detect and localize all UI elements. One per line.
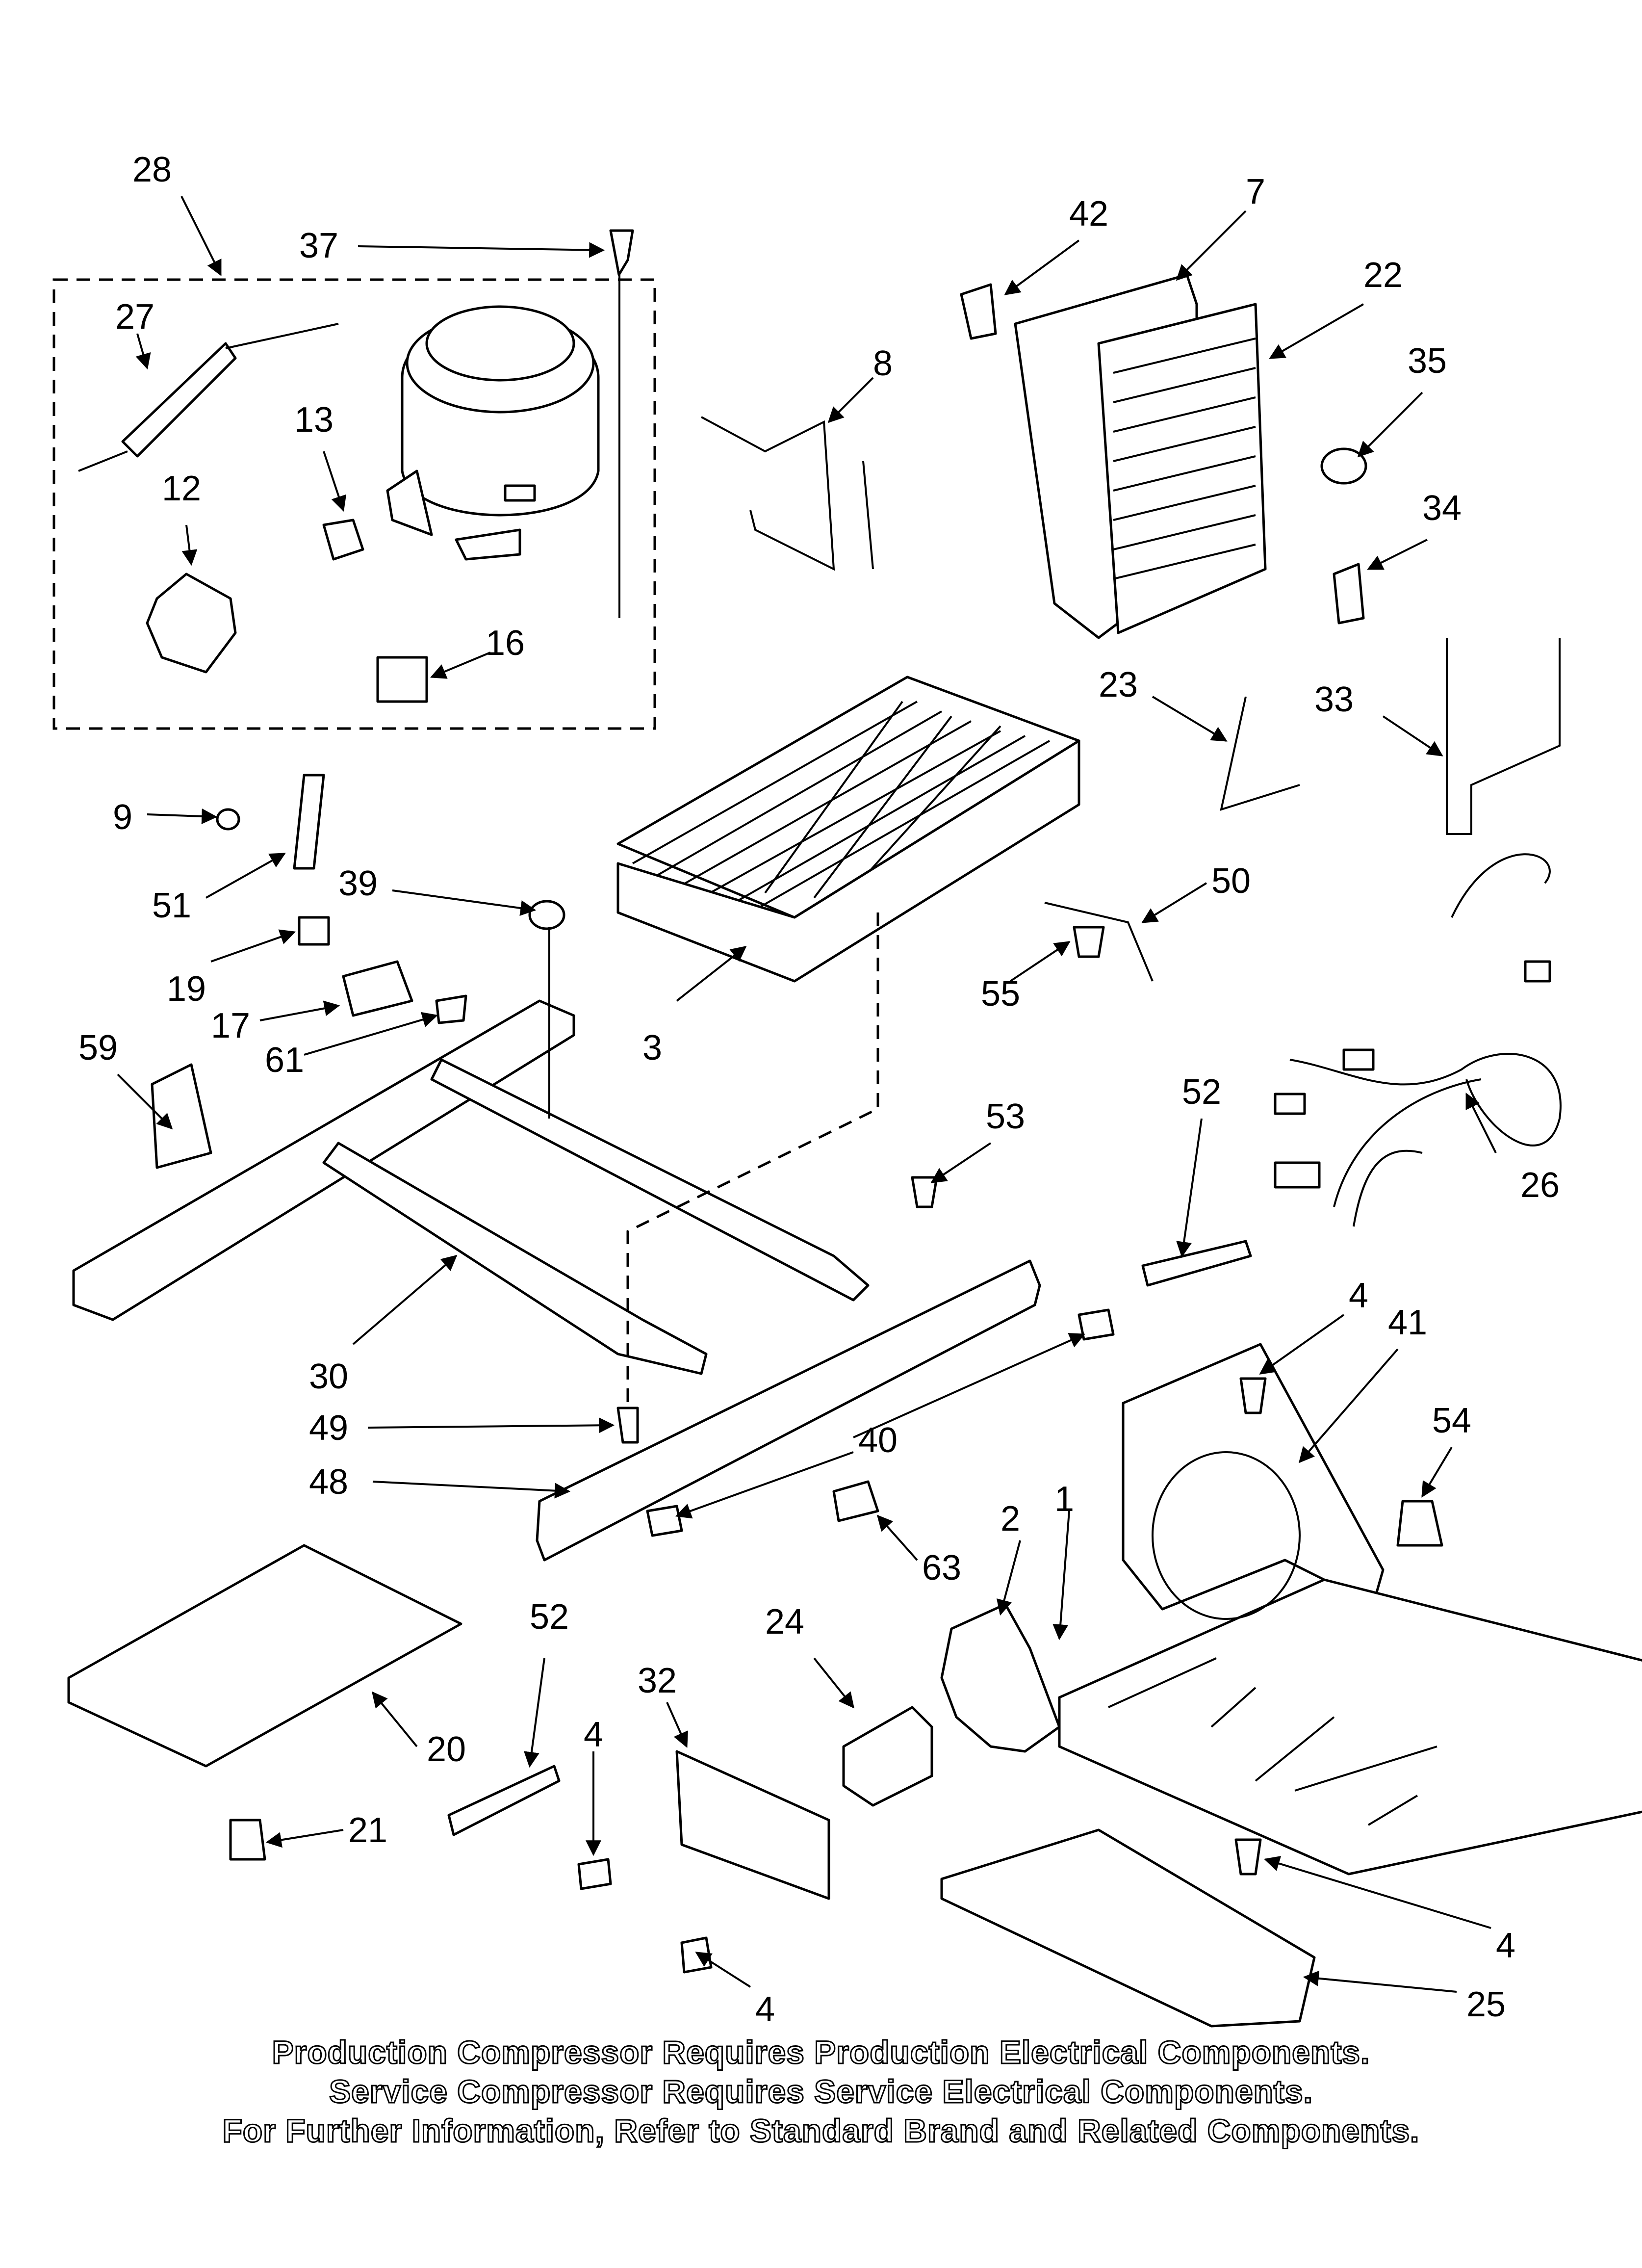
screw-4d bbox=[680, 1936, 713, 1974]
capacitor bbox=[342, 960, 413, 1017]
callout-49: 49 bbox=[309, 1408, 348, 1448]
overload bbox=[376, 656, 428, 703]
callout-23: 23 bbox=[1099, 665, 1138, 704]
callout-1: 1 bbox=[1054, 1480, 1074, 1519]
callout-30: 30 bbox=[309, 1357, 348, 1396]
condenser bbox=[616, 676, 1080, 983]
callout-27: 27 bbox=[115, 297, 154, 337]
callout-54: 54 bbox=[1432, 1401, 1471, 1440]
tubing bbox=[1446, 638, 1561, 835]
wire-harness bbox=[1274, 853, 1562, 1227]
callout-63: 63 bbox=[922, 1548, 961, 1588]
thermostat bbox=[1320, 447, 1367, 485]
note-further-info: For Further Information, Refer to Standa… bbox=[222, 2112, 1420, 2150]
wire-hanger bbox=[1220, 696, 1300, 811]
callout-52-top: 52 bbox=[1182, 1072, 1221, 1112]
callout-8: 8 bbox=[873, 344, 893, 383]
frame bbox=[72, 999, 870, 1375]
callout-16: 16 bbox=[486, 624, 525, 663]
screw-4b bbox=[1234, 1838, 1262, 1876]
screw-40b bbox=[646, 1505, 683, 1537]
drain-tube bbox=[293, 774, 325, 870]
note-service: Service Compressor Requires Service Elec… bbox=[329, 2073, 1313, 2111]
callout-34: 34 bbox=[1422, 489, 1462, 528]
callout-50: 50 bbox=[1211, 861, 1251, 901]
callout-55: 55 bbox=[981, 974, 1020, 1014]
callout-22: 22 bbox=[1363, 256, 1403, 295]
callout-48: 48 bbox=[309, 1462, 348, 1502]
callout-51: 51 bbox=[152, 886, 191, 925]
callout-32: 32 bbox=[638, 1661, 677, 1700]
callout-37: 37 bbox=[299, 226, 338, 265]
insulation-pad bbox=[67, 1544, 462, 1768]
callout-13: 13 bbox=[294, 400, 334, 440]
callout-2: 2 bbox=[1001, 1499, 1020, 1538]
fan-motor bbox=[842, 1706, 933, 1807]
bracket bbox=[1333, 563, 1365, 625]
callout-61: 61 bbox=[265, 1041, 304, 1080]
fitting bbox=[832, 1480, 879, 1522]
callout-53: 53 bbox=[986, 1097, 1025, 1136]
callout-52-bottom: 52 bbox=[530, 1597, 569, 1637]
callout-4-top: 4 bbox=[1349, 1276, 1368, 1315]
callout-4-right: 4 bbox=[1496, 1926, 1515, 1965]
callout-24: 24 bbox=[765, 1602, 804, 1642]
connector bbox=[298, 916, 330, 946]
evaporator-assembly bbox=[960, 273, 1267, 639]
screw bbox=[609, 229, 634, 276]
motor-bracket bbox=[675, 1750, 830, 1900]
screw-49 bbox=[616, 1407, 639, 1444]
callout-35: 35 bbox=[1408, 341, 1447, 381]
callout-26: 26 bbox=[1520, 1166, 1560, 1205]
clip-59 bbox=[151, 1063, 212, 1169]
leader-lines bbox=[117, 196, 1497, 1993]
grommet bbox=[528, 900, 565, 930]
callout-42: 42 bbox=[1069, 194, 1108, 234]
rail bbox=[536, 1259, 1041, 1562]
screw-40a bbox=[1078, 1308, 1115, 1341]
callout-4-bracket: 4 bbox=[584, 1715, 603, 1754]
screw-4a bbox=[1239, 1377, 1267, 1414]
callout-21: 21 bbox=[348, 1811, 387, 1850]
callout-28: 28 bbox=[132, 150, 172, 189]
callout-59: 59 bbox=[78, 1028, 118, 1068]
callout-7: 7 bbox=[1246, 172, 1265, 211]
callout-3: 3 bbox=[642, 1028, 662, 1068]
callout-12: 12 bbox=[162, 469, 201, 508]
fan-blade bbox=[940, 1603, 1061, 1753]
screw-61 bbox=[435, 994, 467, 1024]
callout-19: 19 bbox=[167, 969, 206, 1009]
callout-25: 25 bbox=[1466, 1985, 1506, 2024]
callout-40: 40 bbox=[858, 1421, 898, 1460]
clip bbox=[322, 519, 364, 561]
spring bbox=[229, 1819, 266, 1861]
screw-53 bbox=[911, 1176, 938, 1208]
cable-tie bbox=[1141, 1240, 1252, 1287]
tube bbox=[701, 416, 874, 571]
callout-39: 39 bbox=[338, 864, 378, 903]
start-relay bbox=[146, 573, 237, 674]
wire-nut bbox=[1396, 1500, 1443, 1547]
callout-4-bottom: 4 bbox=[755, 1990, 775, 2029]
compressor-kit-box bbox=[52, 278, 656, 730]
callout-41: 41 bbox=[1388, 1303, 1427, 1342]
cable-tie-2 bbox=[447, 1765, 561, 1836]
screw-4c bbox=[577, 1858, 612, 1890]
wire-50 bbox=[1044, 902, 1154, 982]
screw-55 bbox=[1073, 926, 1105, 958]
filter-drier bbox=[78, 323, 339, 472]
callout-17: 17 bbox=[211, 1006, 250, 1045]
callout-labels: 28 37 27 13 12 16 42 7 22 8 35 34 23 33 … bbox=[78, 150, 1560, 2029]
drain-pan bbox=[940, 1828, 1316, 2028]
callout-9: 9 bbox=[113, 798, 132, 837]
plug bbox=[216, 808, 240, 831]
fan-shroud-base bbox=[1058, 1343, 1642, 1876]
callout-33: 33 bbox=[1314, 680, 1354, 719]
note-production: Production Compressor Requires Productio… bbox=[271, 2033, 1370, 2071]
compressor bbox=[386, 305, 600, 561]
callout-20: 20 bbox=[427, 1730, 466, 1769]
